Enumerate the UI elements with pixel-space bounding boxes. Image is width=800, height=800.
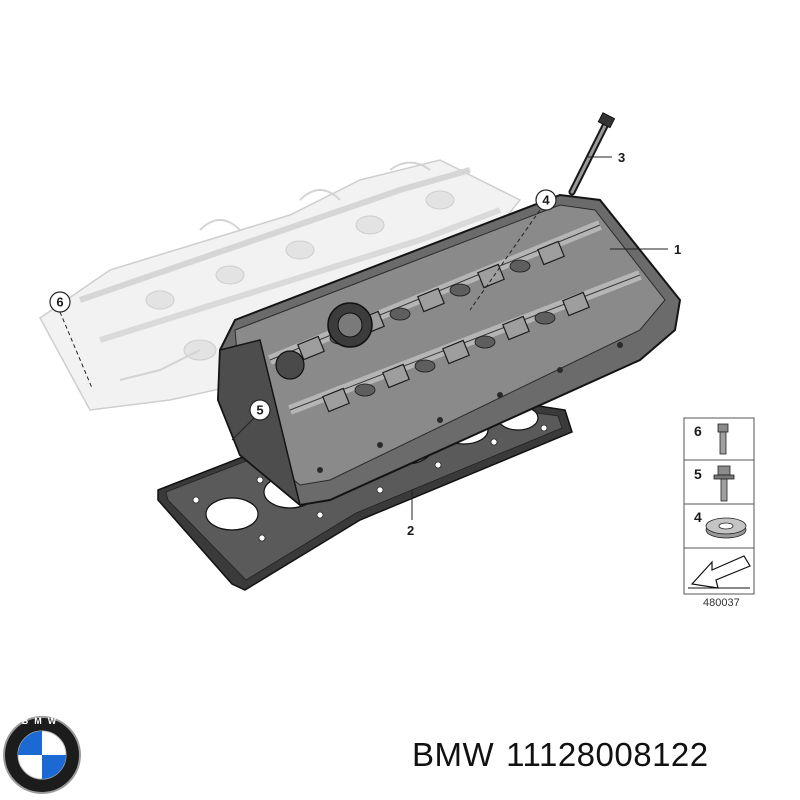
legend-item-4-number: 4 xyxy=(694,509,702,525)
cylinder-head xyxy=(216,193,682,508)
parts-legend: 6 5 4 480037 xyxy=(683,417,755,609)
leader-lines xyxy=(59,156,668,520)
legend-item-5-number: 5 xyxy=(694,466,702,482)
callout-4-label: 4 xyxy=(542,193,550,208)
caption-brand: BMW xyxy=(412,736,495,773)
cylinder-head-bolt xyxy=(568,112,616,196)
direction-arrow-icon xyxy=(688,555,751,589)
callout-1: 1 xyxy=(674,242,681,257)
bolt-icon xyxy=(717,423,729,455)
reference-number: 480037 xyxy=(703,597,740,609)
callout-6-label: 6 xyxy=(56,295,63,310)
legend-item-6-number: 6 xyxy=(694,423,702,439)
callout-3: 3 xyxy=(618,150,625,165)
flange-bolt-icon xyxy=(713,465,735,502)
callout-6: 6 xyxy=(49,291,71,313)
callout-5: 5 xyxy=(249,399,271,421)
bmw-logo-text: BMW xyxy=(22,716,63,726)
callout-2: 2 xyxy=(407,523,414,538)
washer-icon xyxy=(705,517,747,539)
callout-4: 4 xyxy=(535,189,557,211)
caption-part-number: 11128008122 xyxy=(506,736,709,773)
part-caption: BMW 11128008122 xyxy=(412,736,721,774)
callout-5-label: 5 xyxy=(256,403,263,418)
bmw-logo: BMW xyxy=(3,716,81,794)
